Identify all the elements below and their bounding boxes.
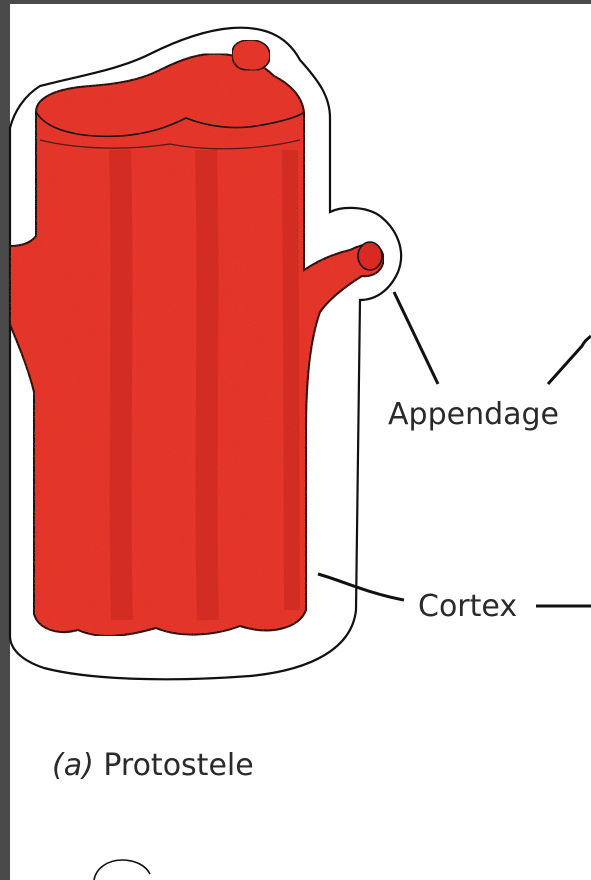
caption-title: Protostele <box>103 748 253 783</box>
frame-top <box>0 0 591 4</box>
appendage-tip <box>358 242 382 270</box>
appendage-leader-right <box>548 336 591 384</box>
stele-lobe-shade-1 <box>120 150 122 620</box>
caption-letter: (a) <box>52 748 94 783</box>
next-panel-fragment <box>94 860 150 880</box>
figure-caption: (a) Protostele <box>52 748 254 783</box>
frame-left <box>0 0 10 880</box>
stele-top-knob <box>232 40 270 70</box>
label-cortex: Cortex <box>418 592 517 622</box>
stele-lobe-shade-3 <box>290 150 292 610</box>
appendage-leader <box>394 292 438 384</box>
label-appendage: Appendage <box>388 400 559 430</box>
stele-lobe-shade-2 <box>206 150 208 620</box>
